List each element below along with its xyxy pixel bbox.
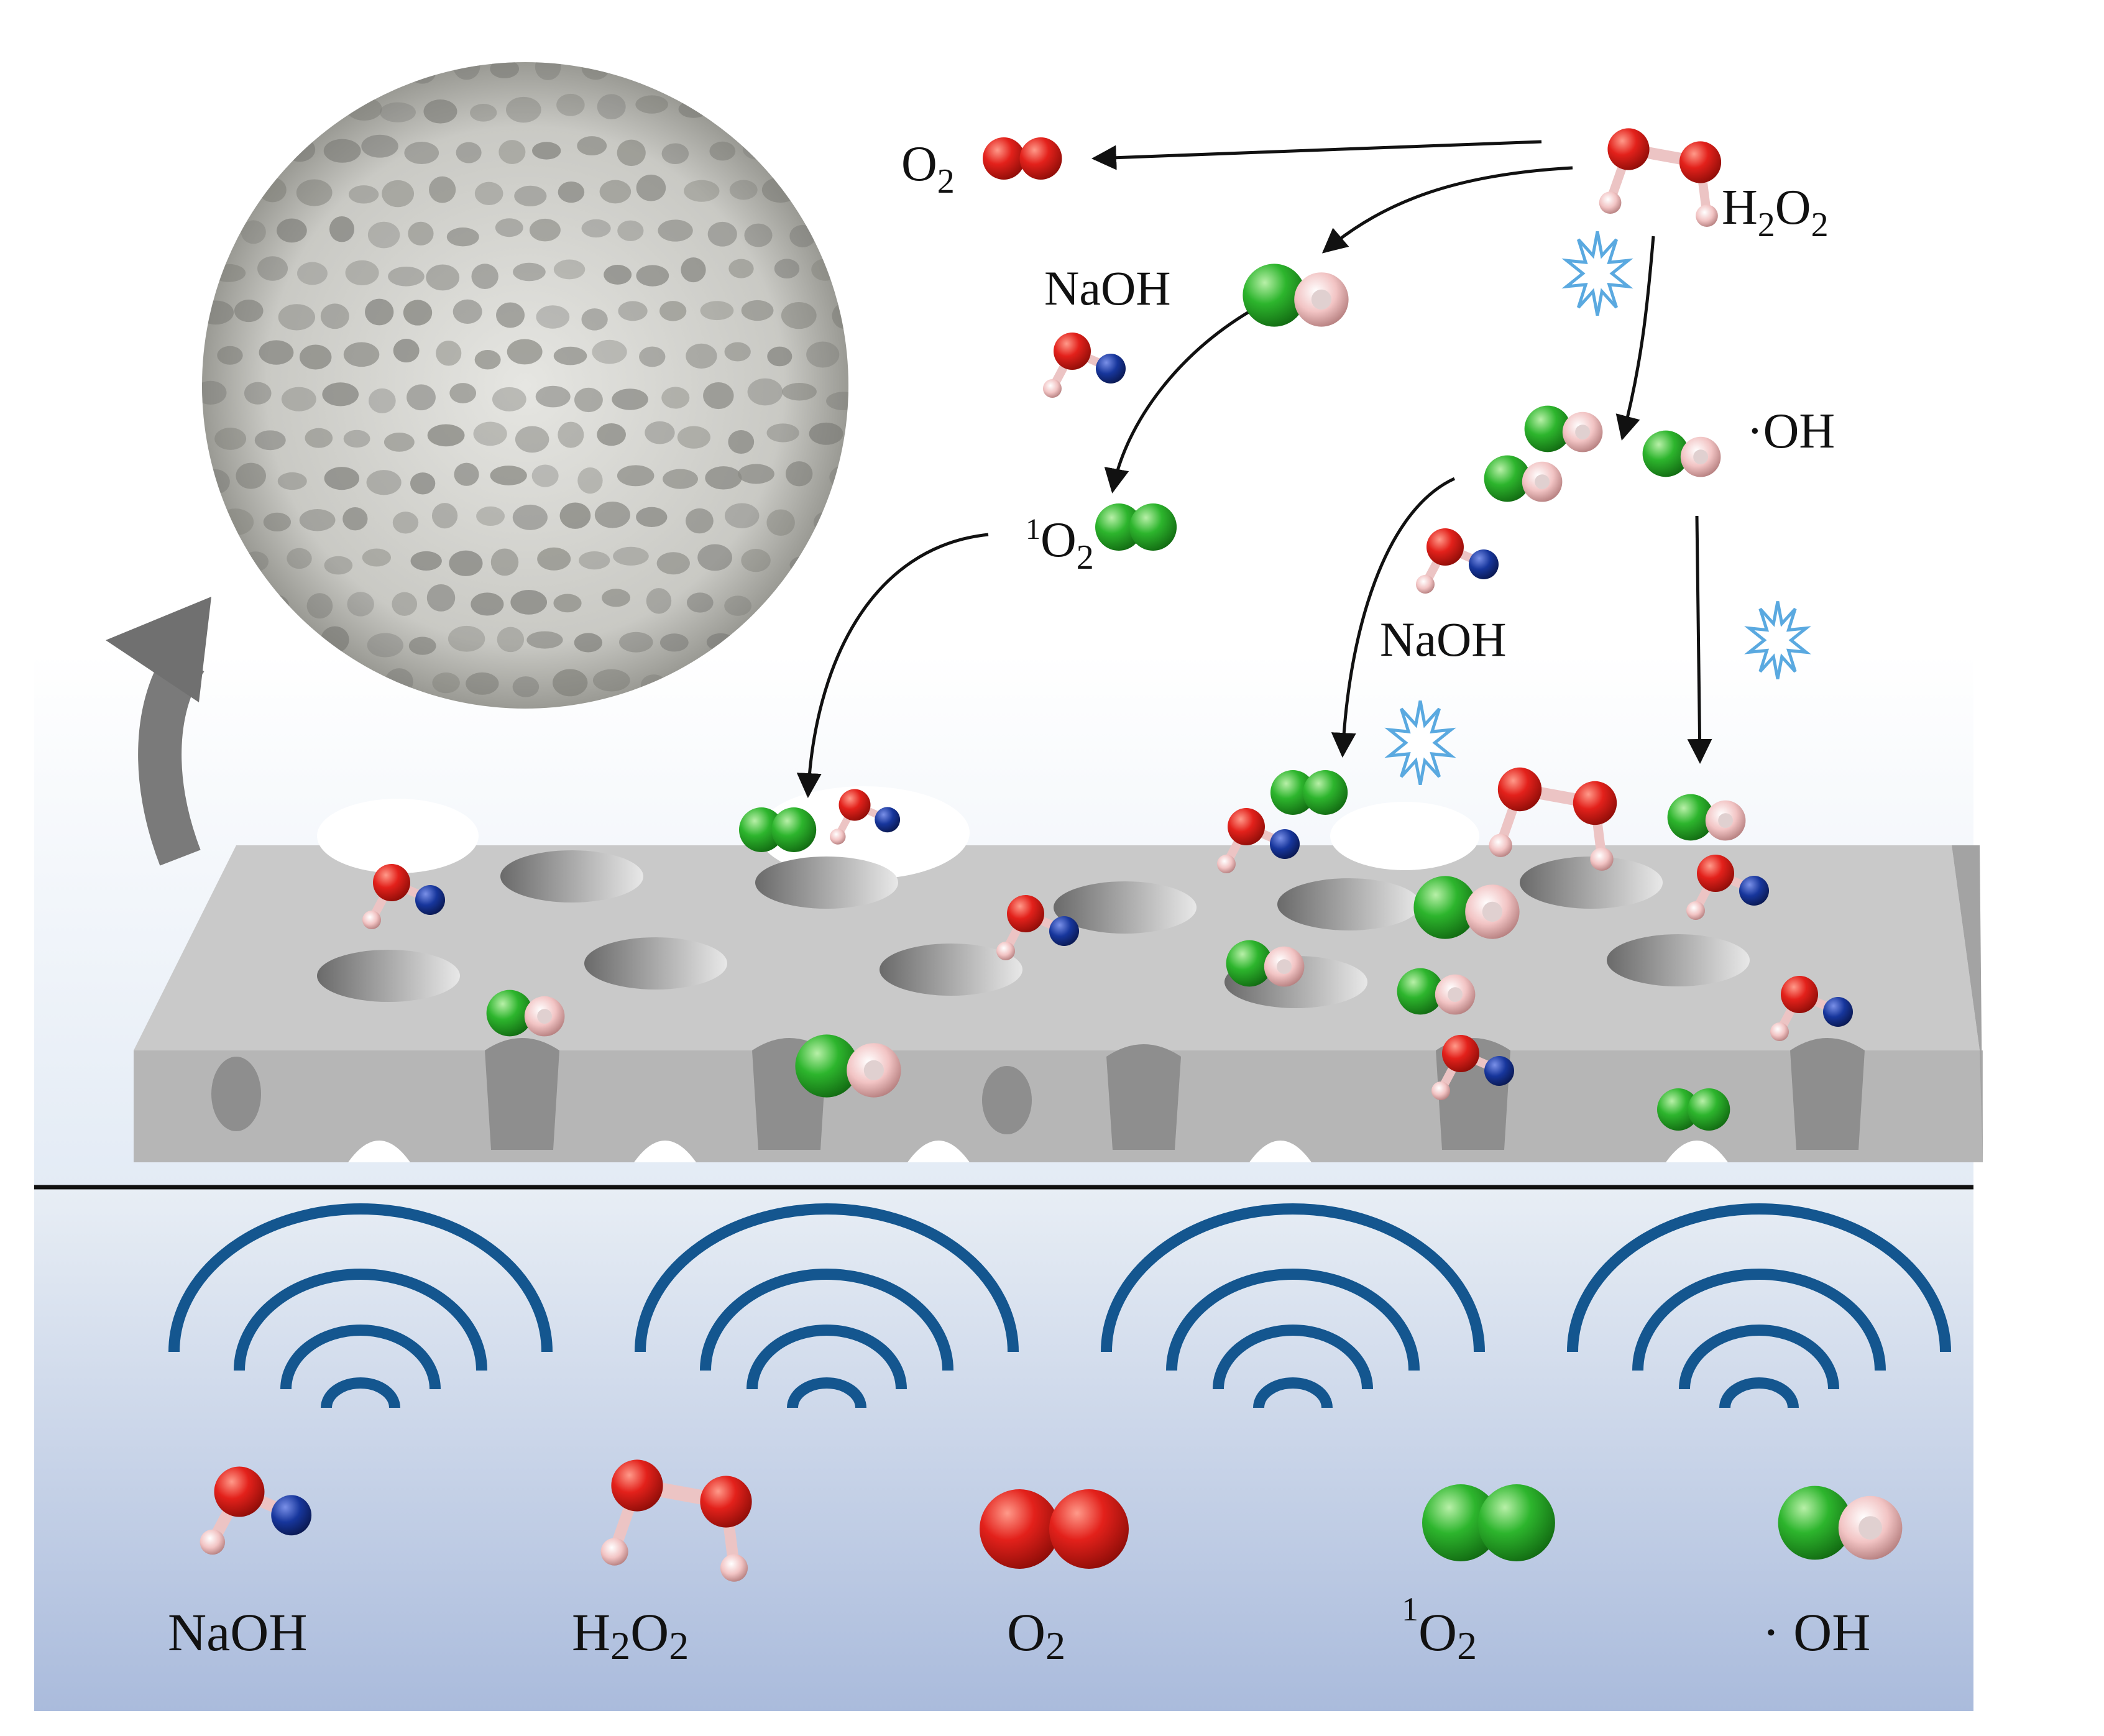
hydroxyl-radical-molecule [1413, 876, 1520, 939]
naoh-molecule [1416, 528, 1499, 594]
porous-sponge [134, 786, 1983, 1162]
naoh-molecule [1431, 1035, 1514, 1100]
lower-background [34, 1187, 1973, 1711]
ultrasound-spark-icon [1744, 601, 1811, 679]
sparkles [1384, 231, 1811, 786]
legend-label-h2o2: H2O2 [572, 1602, 689, 1668]
naoh-molecule [1770, 976, 1853, 1041]
singlet-oxygen-molecule [739, 807, 817, 852]
o2-molecule [983, 137, 1062, 180]
naoh-molecule [830, 789, 901, 845]
sponge-bottom-notches [348, 1141, 1728, 1162]
ultrasound-wave-icon [635, 1203, 1019, 1408]
singlet-oxygen-molecule [1095, 503, 1177, 551]
naoh-molecule [996, 895, 1079, 960]
arrow-h2o2-to-o2 [1091, 140, 1542, 170]
hydroxyl-radical-molecule [1484, 455, 1563, 502]
arrow-h2o2-to-oh [1615, 236, 1655, 441]
legend-label-o2: O2 [1007, 1602, 1065, 1668]
legend-label-singlet-oxygen: 1O2 [1402, 1591, 1477, 1668]
hydroxyl-radical-molecule [1226, 940, 1305, 987]
h2o2-molecule [1489, 767, 1617, 871]
singlet-oxygen-molecule [1657, 1088, 1730, 1131]
naoh-molecule [1686, 855, 1769, 920]
legend-label-naoh: NaOH [168, 1602, 308, 1662]
arrow-naoh-to-singlet [1104, 303, 1263, 494]
hydroxyl-radical-molecule [1642, 430, 1721, 477]
hydroxyl-radical-molecule [1667, 794, 1746, 841]
singlet-oxygen-molecule [1422, 1484, 1555, 1561]
ultrasound-wave-icon [168, 1203, 553, 1408]
reaction-arrows [796, 140, 1712, 798]
ultrasound-waves [168, 1203, 1951, 1408]
arrow-h2o2-to-naoh-complex [1321, 166, 1573, 254]
ultrasound-spark-icon [1384, 700, 1456, 786]
label-oh-radical: ·OH [1747, 404, 1835, 459]
arrow-oh-to-surface-left [1331, 477, 1456, 758]
label-singlet-oxygen: 1O2 [1026, 513, 1094, 577]
h2o2-molecule [1599, 128, 1722, 227]
zoom-arrow-icon [106, 597, 211, 866]
sponge-top-notches [317, 786, 1479, 879]
label-o2-top: O2 [901, 137, 955, 201]
hydroxyl-radical-molecule [1524, 405, 1603, 452]
molecules [200, 128, 1903, 1582]
hydroxyl-radical-molecule [1778, 1486, 1903, 1560]
hydroxyl-radical-molecule [1243, 264, 1349, 327]
naoh-molecule [200, 1466, 312, 1555]
naoh-molecule [1043, 333, 1126, 398]
o2-molecule [980, 1489, 1129, 1569]
legend-label-oh: · OH [1762, 1602, 1870, 1662]
arrow-singlet-to-surface [796, 533, 989, 798]
naoh-molecule [1217, 808, 1300, 873]
hydroxyl-radical-molecule [486, 990, 565, 1037]
label-naoh-right: NaOH [1380, 612, 1507, 666]
h2o2-molecule [600, 1459, 752, 1582]
hydroxyl-radical-molecule [795, 1034, 901, 1098]
ultrasound-wave-icon [1567, 1203, 1951, 1408]
label-h2o2-top: H2O2 [1722, 180, 1829, 244]
label-naoh-upper: NaOH [1044, 261, 1171, 315]
naoh-molecule [362, 864, 445, 929]
ultrasound-wave-icon [1101, 1203, 1485, 1408]
ultrasound-spark-icon [1561, 231, 1633, 316]
arrow-oh-to-surface-right [1687, 515, 1712, 764]
hydroxyl-radical-molecule [1397, 968, 1476, 1015]
singlet-oxygen-molecule [1270, 770, 1348, 815]
